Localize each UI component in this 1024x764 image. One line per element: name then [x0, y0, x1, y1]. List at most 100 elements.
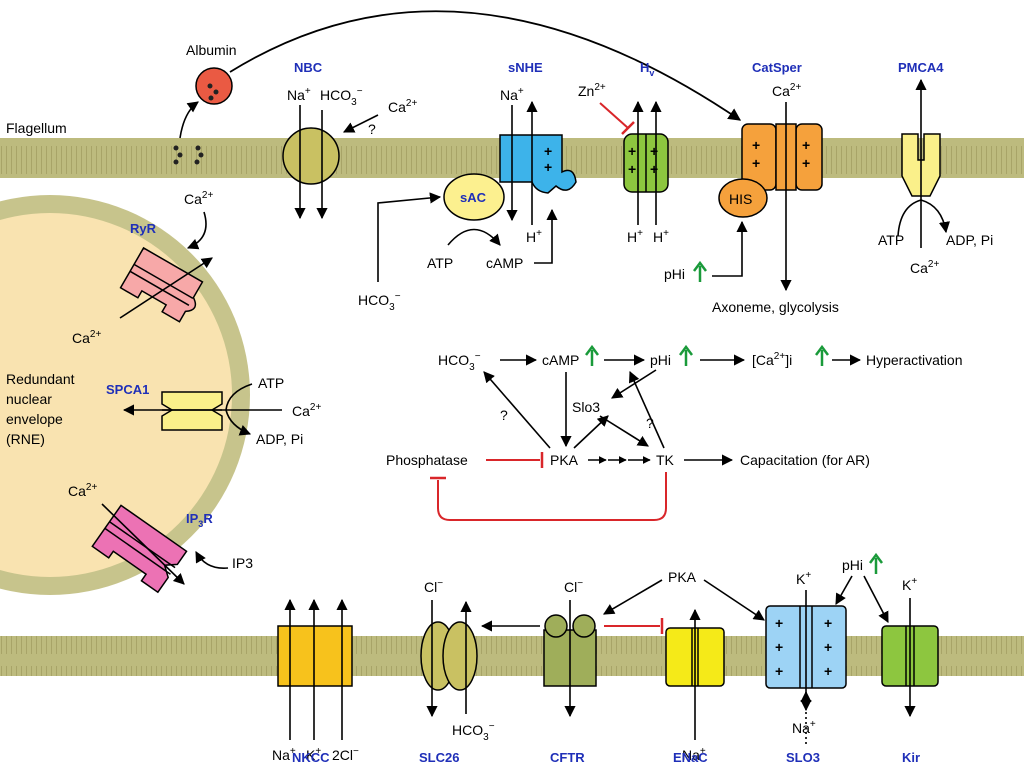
ip3r-channel	[91, 504, 188, 594]
sac-atp: ATP	[427, 255, 453, 271]
rne-label-2: nuclear	[6, 391, 52, 407]
path-question-1: ?	[500, 407, 508, 423]
hv-h2: H+	[653, 228, 669, 245]
hv-plus-3: +	[628, 161, 636, 177]
hv-plus-4: +	[650, 161, 658, 177]
pmca4-ca: Ca2+	[910, 259, 939, 276]
kir-label: Kir	[902, 750, 920, 764]
albumin-icon	[195, 67, 233, 105]
up-arrow-icon	[869, 552, 883, 574]
ryr-ca-out: Ca2+	[184, 190, 213, 207]
phi-bottom: pHi	[842, 557, 863, 573]
nbc-question: ?	[368, 121, 376, 137]
cftr-label: CFTR	[550, 750, 585, 764]
nbc-transporter	[282, 127, 340, 185]
catsper-plus-4: +	[802, 155, 810, 171]
ip3r-label: IP3R	[186, 511, 213, 529]
ip3r-ca: Ca2+	[68, 482, 97, 499]
axoneme-label: Axoneme, glycolysis	[712, 299, 839, 315]
nbc-na: Na+	[287, 86, 311, 103]
hv-plus-2: +	[650, 143, 658, 159]
slo3-k: K+	[796, 570, 811, 587]
nkcc-na: Na+	[272, 746, 296, 763]
snhe-h: H+	[526, 228, 542, 245]
snhe-plus-1: +	[544, 143, 552, 159]
cftr-cl: Cl−	[564, 578, 583, 595]
path-tk: TK	[656, 452, 675, 468]
path-question-2: ?	[646, 415, 654, 431]
hco3-input: HCO3−	[358, 291, 401, 313]
albumin-label: Albumin	[186, 42, 237, 58]
path-ca-i: [Ca2+]i	[752, 351, 792, 368]
nkcc-label: NKCC	[292, 750, 330, 764]
slo3-plus-6: +	[824, 663, 832, 679]
path-hco3: HCO3−	[438, 351, 481, 373]
hv-label: Hv	[640, 60, 654, 78]
kir-k: K+	[902, 576, 917, 593]
snhe-na: Na+	[500, 86, 524, 103]
pmca4-atp: ATP	[878, 232, 904, 248]
hv-plus-1: +	[628, 143, 636, 159]
pmca4-adp: ADP, Pi	[946, 232, 993, 248]
enac-na: Na+	[682, 746, 706, 763]
zn-ion: Zn2+	[578, 82, 606, 99]
ryr-label: RyR	[130, 221, 157, 236]
nbc-label: NBC	[294, 60, 323, 75]
sac-enzyme	[443, 173, 505, 221]
albumin-arrow	[179, 101, 199, 139]
snhe-exchanger	[499, 134, 577, 194]
spca1-pump	[161, 391, 223, 431]
path-pka: PKA	[550, 452, 579, 468]
spca1-adp: ADP, Pi	[256, 431, 303, 447]
hv-h1: H+	[627, 228, 643, 245]
nkcc-k: K+	[306, 746, 321, 763]
catsper-ca: Ca2+	[772, 82, 801, 99]
rne-label-3: envelope	[6, 411, 63, 427]
catsper-phi: pHi	[664, 266, 685, 282]
ip3r-ip3: IP3	[232, 555, 253, 571]
slc26-label: SLC26	[419, 750, 459, 764]
catsper-plus-1: +	[752, 137, 760, 153]
albumin-catsper-arc	[229, 10, 742, 121]
path-slo3: Slo3	[572, 399, 600, 415]
pka-bottom: PKA	[668, 569, 697, 585]
rne-label-1: Redundant	[6, 371, 75, 387]
path-capacitation: Capacitation (for AR)	[740, 452, 870, 468]
slc26-cl: Cl−	[424, 578, 443, 595]
snhe-label: sNHE	[508, 60, 543, 75]
snhe-plus-2: +	[544, 159, 552, 175]
his-label: HIS	[729, 191, 752, 207]
spca1-ca: Ca2+	[292, 402, 321, 419]
slo3-plus-5: +	[824, 639, 832, 655]
his-domain	[718, 178, 768, 218]
rne-label-4: (RNE)	[6, 431, 45, 447]
up-arrow-icon	[693, 260, 707, 282]
slc26-transporter-right	[442, 621, 478, 691]
up-arrow-icon	[815, 344, 829, 366]
up-arrow-icon	[585, 344, 599, 366]
catsper-plus-2: +	[752, 155, 760, 171]
path-camp: cAMP	[542, 352, 579, 368]
slc26-hco3: HCO3−	[452, 721, 495, 743]
sterol-icon	[173, 83, 219, 165]
nbc-ca: Ca2+	[388, 98, 417, 115]
enac-label: ENaC	[673, 750, 708, 764]
nkcc-transporter	[277, 625, 353, 687]
catsper-plus-3: +	[802, 137, 810, 153]
flagellum-label: Flagellum	[6, 120, 67, 136]
slo3-plus-4: +	[824, 615, 832, 631]
spca1-atp: ATP	[258, 375, 284, 391]
catsper-label: CatSper	[752, 60, 802, 75]
slo3-label: SLO3	[786, 750, 820, 764]
sac-label: sAC	[460, 190, 487, 205]
path-phi: pHi	[650, 352, 671, 368]
pmca4-label: PMCA4	[898, 60, 944, 75]
path-hyperactivation: Hyperactivation	[866, 352, 963, 368]
slo3-plus-3: +	[775, 663, 783, 679]
ryr-ca-in: Ca2+	[72, 329, 101, 346]
path-phosphatase: Phosphatase	[386, 452, 468, 468]
slo3-plus-1: +	[775, 615, 783, 631]
ryr-channel	[119, 246, 204, 323]
